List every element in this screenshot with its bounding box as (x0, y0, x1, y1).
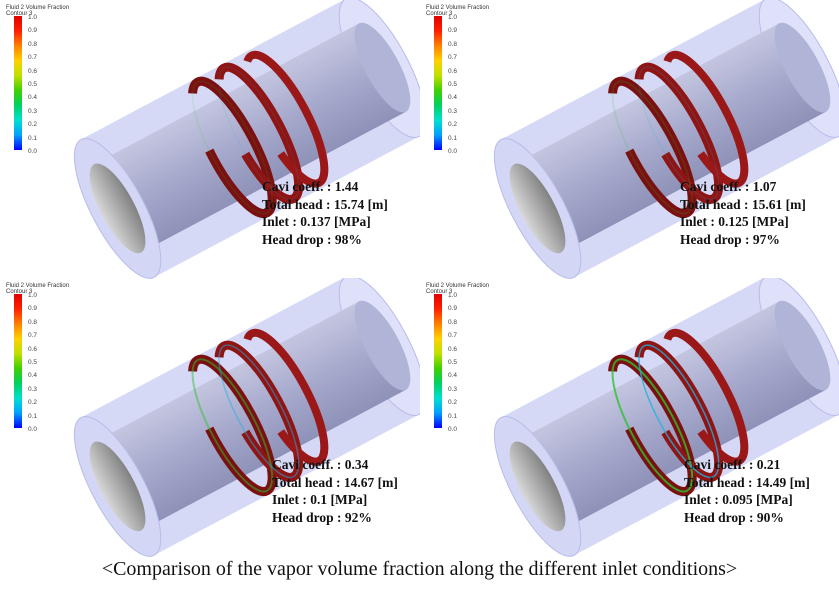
inducer-blades (188, 50, 329, 219)
legend-tick-label: 0.6 (448, 67, 458, 75)
legend-tick-label: 0.7 (448, 54, 458, 62)
legend-title: Fluid 2 Volume Fraction (426, 5, 490, 11)
inlet-pressure: Inlet : 0.1 [MPa] (272, 492, 368, 507)
legend-title: Fluid 2 Volume Fraction (6, 283, 70, 289)
legend-tick-label: 0.8 (28, 318, 38, 326)
legend-tick-label: 0.4 (448, 94, 458, 102)
legend-tick-label: 0.4 (28, 94, 38, 102)
legend-tick-label: 0.2 (448, 121, 458, 129)
legend-ticks: 1.0 0.9 0.8 0.7 0.6 0.5 0.4 0.3 0.2 0.1 0.0 (28, 14, 37, 161)
head-drop: Head drop : 90% (684, 509, 784, 525)
legend-tick-label: 0.1 (448, 134, 458, 142)
legend-tick-label: 0.7 (28, 54, 38, 62)
inlet-pressure: Inlet : 0.095 [MPa] (684, 492, 793, 507)
legend-tick-label: 0.1 (28, 412, 38, 420)
inlet-pressure: Inlet : 0.137 [MPa] (262, 214, 371, 229)
cylinder-render (14, 0, 420, 279)
cylinder-render (434, 278, 839, 557)
cylinder-render (14, 278, 420, 557)
legend-tick-label: 0.9 (448, 305, 458, 313)
legend-colorbar (434, 16, 442, 150)
legend-colorbar (434, 294, 442, 428)
legend-tick-label: 0.5 (448, 80, 458, 88)
legend-tick-label: 0.9 (28, 27, 38, 35)
legend-ticks: 1.0 0.9 0.8 0.7 0.6 0.5 0.4 0.3 0.2 0.1 0.0 (28, 292, 37, 439)
legend-colorbar (14, 16, 22, 150)
stats-block: Cavi coeff. : 1.07 Total head : 15.61 [m… (680, 178, 806, 248)
inducer-blades (608, 50, 749, 219)
legend-subtitle: Contour 3 (426, 289, 453, 295)
legend-tick-label: 0.3 (28, 107, 38, 115)
legend-tick-label: 1.0 (28, 14, 38, 21)
legend-tick-label: 0.8 (448, 40, 458, 48)
legend-colorbar (14, 294, 22, 428)
inducer-blades (608, 328, 749, 497)
legend-tick-label: 0.7 (448, 332, 458, 340)
legend-tick-label: 0.6 (448, 345, 458, 353)
legend-ticks: 1.0 0.9 0.8 0.7 0.6 0.5 0.4 0.3 0.2 0.1 0.0 (448, 292, 457, 439)
legend-tick-label: 0.1 (28, 134, 38, 142)
head-drop: Head drop : 97% (680, 231, 780, 247)
legend-tick-label: 0.9 (448, 27, 458, 35)
legend-tick-label: 0.3 (448, 385, 458, 393)
legend-tick-label: 0.1 (448, 412, 458, 420)
legend-tick-label: 0.5 (28, 80, 38, 88)
legend-tick-label: 0.3 (28, 385, 38, 393)
inlet-pressure: Inlet : 0.125 [MPa] (680, 214, 789, 229)
stats-block: Cavi coeff. : 0.21 Total head : 14.49 [m… (684, 456, 810, 526)
legend-tick-label: 0.6 (28, 345, 38, 353)
cavitation-coefficient: Cavi coeff. : 1.07 (680, 179, 777, 194)
total-head: Total head : 14.49 [m] (684, 474, 810, 490)
legend-tick-label: 0.0 (448, 147, 458, 155)
legend-title: Fluid 2 Volume Fraction (6, 5, 70, 11)
legend-subtitle: Contour 3 (6, 11, 33, 17)
legend-tick-label: 0.4 (448, 372, 458, 380)
total-head: Total head : 14.67 [m] (272, 474, 398, 490)
figure-caption: <Comparison of the vapor volume fraction… (101, 558, 738, 580)
legend-tick-label: 0.0 (28, 147, 38, 155)
legend-subtitle: Contour 3 (6, 289, 33, 295)
legend-title: Fluid 2 Volume Fraction (426, 283, 490, 289)
legend-subtitle: Contour 3 (426, 11, 453, 17)
legend-tick-label: 0.2 (448, 399, 458, 407)
cavitation-coefficient: Cavi coeff. : 0.21 (684, 457, 781, 472)
legend-ticks: 1.0 0.9 0.8 0.7 0.6 0.5 0.4 0.3 0.2 0.1 0.0 (448, 14, 457, 161)
legend-tick-label: 0.0 (28, 425, 38, 433)
stats-block: Cavi coeff. : 1.44 Total head : 15.74 [m… (262, 178, 388, 248)
legend-tick-label: 0.9 (28, 305, 38, 313)
cylinder-render (434, 0, 839, 279)
legend-tick-label: 0.0 (448, 425, 458, 433)
cavitation-coefficient: Cavi coeff. : 1.44 (262, 179, 359, 194)
legend-tick-label: 0.7 (28, 332, 38, 340)
legend-tick-label: 0.8 (448, 318, 458, 326)
legend-tick-label: 0.3 (448, 107, 458, 115)
legend-tick-label: 0.2 (28, 121, 38, 129)
legend-tick-label: 0.6 (28, 67, 38, 75)
head-drop: Head drop : 98% (262, 231, 362, 247)
legend-tick-label: 1.0 (28, 292, 38, 299)
legend-tick-label: 1.0 (448, 292, 458, 299)
inducer-blades (188, 328, 329, 497)
head-drop: Head drop : 92% (272, 509, 372, 525)
cavitation-coefficient: Cavi coeff. : 0.34 (272, 457, 369, 472)
legend-tick-label: 0.8 (28, 40, 38, 48)
legend-tick-label: 0.5 (28, 358, 38, 366)
legend-tick-label: 0.2 (28, 399, 38, 407)
total-head: Total head : 15.74 [m] (262, 196, 388, 212)
legend-tick-label: 1.0 (448, 14, 458, 21)
stats-block: Cavi coeff. : 0.34 Total head : 14.67 [m… (272, 456, 398, 526)
legend-tick-label: 0.4 (28, 372, 38, 380)
legend-tick-label: 0.5 (448, 358, 458, 366)
total-head: Total head : 15.61 [m] (680, 196, 806, 212)
